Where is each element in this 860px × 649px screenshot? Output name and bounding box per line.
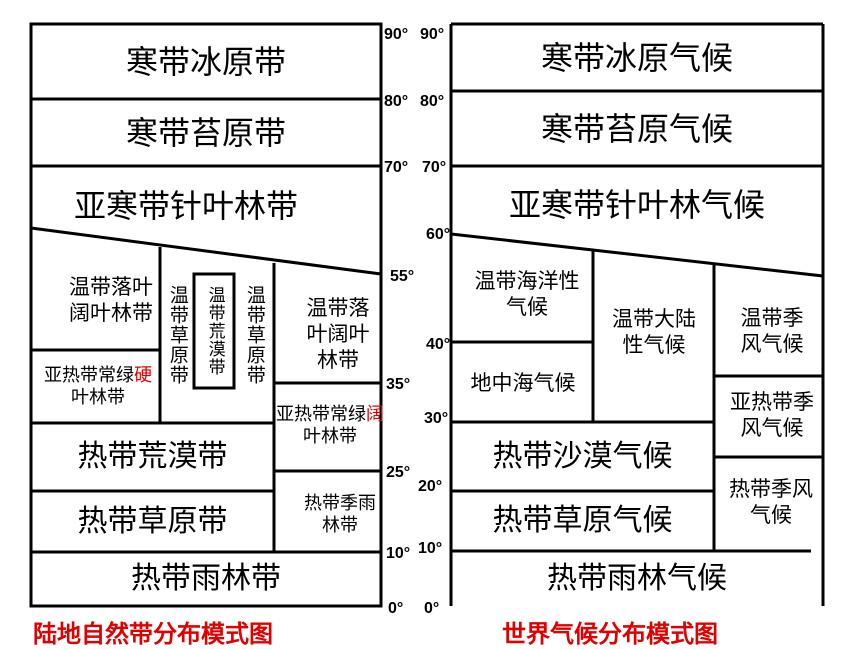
climate-tundra: 寒带苔原气候 [540, 109, 733, 148]
climate-mediterranean: 地中海气候 [470, 370, 576, 395]
climate-lat-20: 20° [418, 478, 443, 495]
climate-lat-80: 80° [420, 93, 445, 110]
climate-tropical-monsoon: 热带季风气候 [729, 476, 813, 527]
land-lat-55: 55° [390, 268, 415, 285]
climate-lat-0: 0° [424, 600, 440, 617]
land-tropical-rainforest: 热带雨林带 [131, 561, 281, 597]
climate-temperate-continental: 温带大陆性气候 [612, 306, 696, 357]
land-tropical-monsoon-forest: 热带季雨林带 [304, 492, 376, 537]
climate-subtropical-monsoon: 亚热带季风气候 [730, 389, 814, 440]
land-lat-25: 25° [386, 464, 411, 481]
land-temperate-deciduous-west: 温带落叶阔叶林带 [69, 274, 153, 325]
climate-ice-cap: 寒带冰原气候 [540, 38, 733, 77]
land-subtropical-broad-leaf: 亚热带常绿阔叶林带 [276, 403, 384, 448]
land-lat-0: 0° [388, 600, 404, 617]
climate-tropical-desert: 热带沙漠气候 [492, 438, 673, 474]
climate-tropical-grassland: 热带草原气候 [492, 503, 673, 539]
land-panel-border [29, 22, 383, 608]
land-temperate-desert: 温带荒漠带 [204, 286, 225, 376]
land-frigid-tundra-zone: 寒带苔原带 [125, 113, 286, 152]
land-subarctic-conifer-zone: 亚寒带针叶林带 [73, 187, 298, 225]
land-temperate-grassland-right: 温带草原带 [243, 285, 266, 385]
land-lat-35: 35° [386, 376, 411, 393]
land-lat-80: 80° [384, 93, 409, 110]
land-lat-70: 70° [384, 159, 409, 176]
land-frigid-ice-zone: 寒带冰原带 [125, 42, 286, 81]
climate-lat-90: 90° [420, 26, 445, 43]
land-tropical-desert: 热带荒漠带 [77, 439, 228, 475]
climate-lat-30: 30° [424, 410, 449, 427]
land-lat-10: 10° [386, 545, 411, 562]
climate-lat-10: 10° [418, 540, 443, 557]
land-slanted-boundary [30, 226, 382, 276]
land-tropical-grassland: 热带草原带 [77, 503, 228, 539]
land-caption: 陆地自然带分布模式图 [33, 620, 273, 648]
climate-temperate-maritime: 温带海洋性气候 [474, 268, 580, 319]
climate-lat-60: 60° [426, 226, 451, 243]
climate-caption: 世界气候分布模式图 [502, 620, 718, 648]
climate-lat-40: 40° [426, 336, 451, 353]
land-temperate-deciduous-east: 温带落叶阔叶林带 [306, 295, 370, 373]
climate-lat-70: 70° [422, 159, 447, 176]
climate-temperate-monsoon: 温带季风气候 [740, 305, 804, 356]
climate-subarctic: 亚寒带针叶林气候 [508, 186, 765, 224]
land-lat-90: 90° [384, 26, 409, 43]
temperate-desert-box [192, 272, 236, 390]
climate-tropical-rainforest: 热带雨林气候 [547, 560, 727, 596]
climate-slanted-boundary [450, 232, 824, 278]
land-subtropical-hard-leaf: 亚热带常绿硬叶林带 [44, 364, 152, 409]
land-temperate-grassland-left: 温带草原带 [166, 285, 189, 385]
